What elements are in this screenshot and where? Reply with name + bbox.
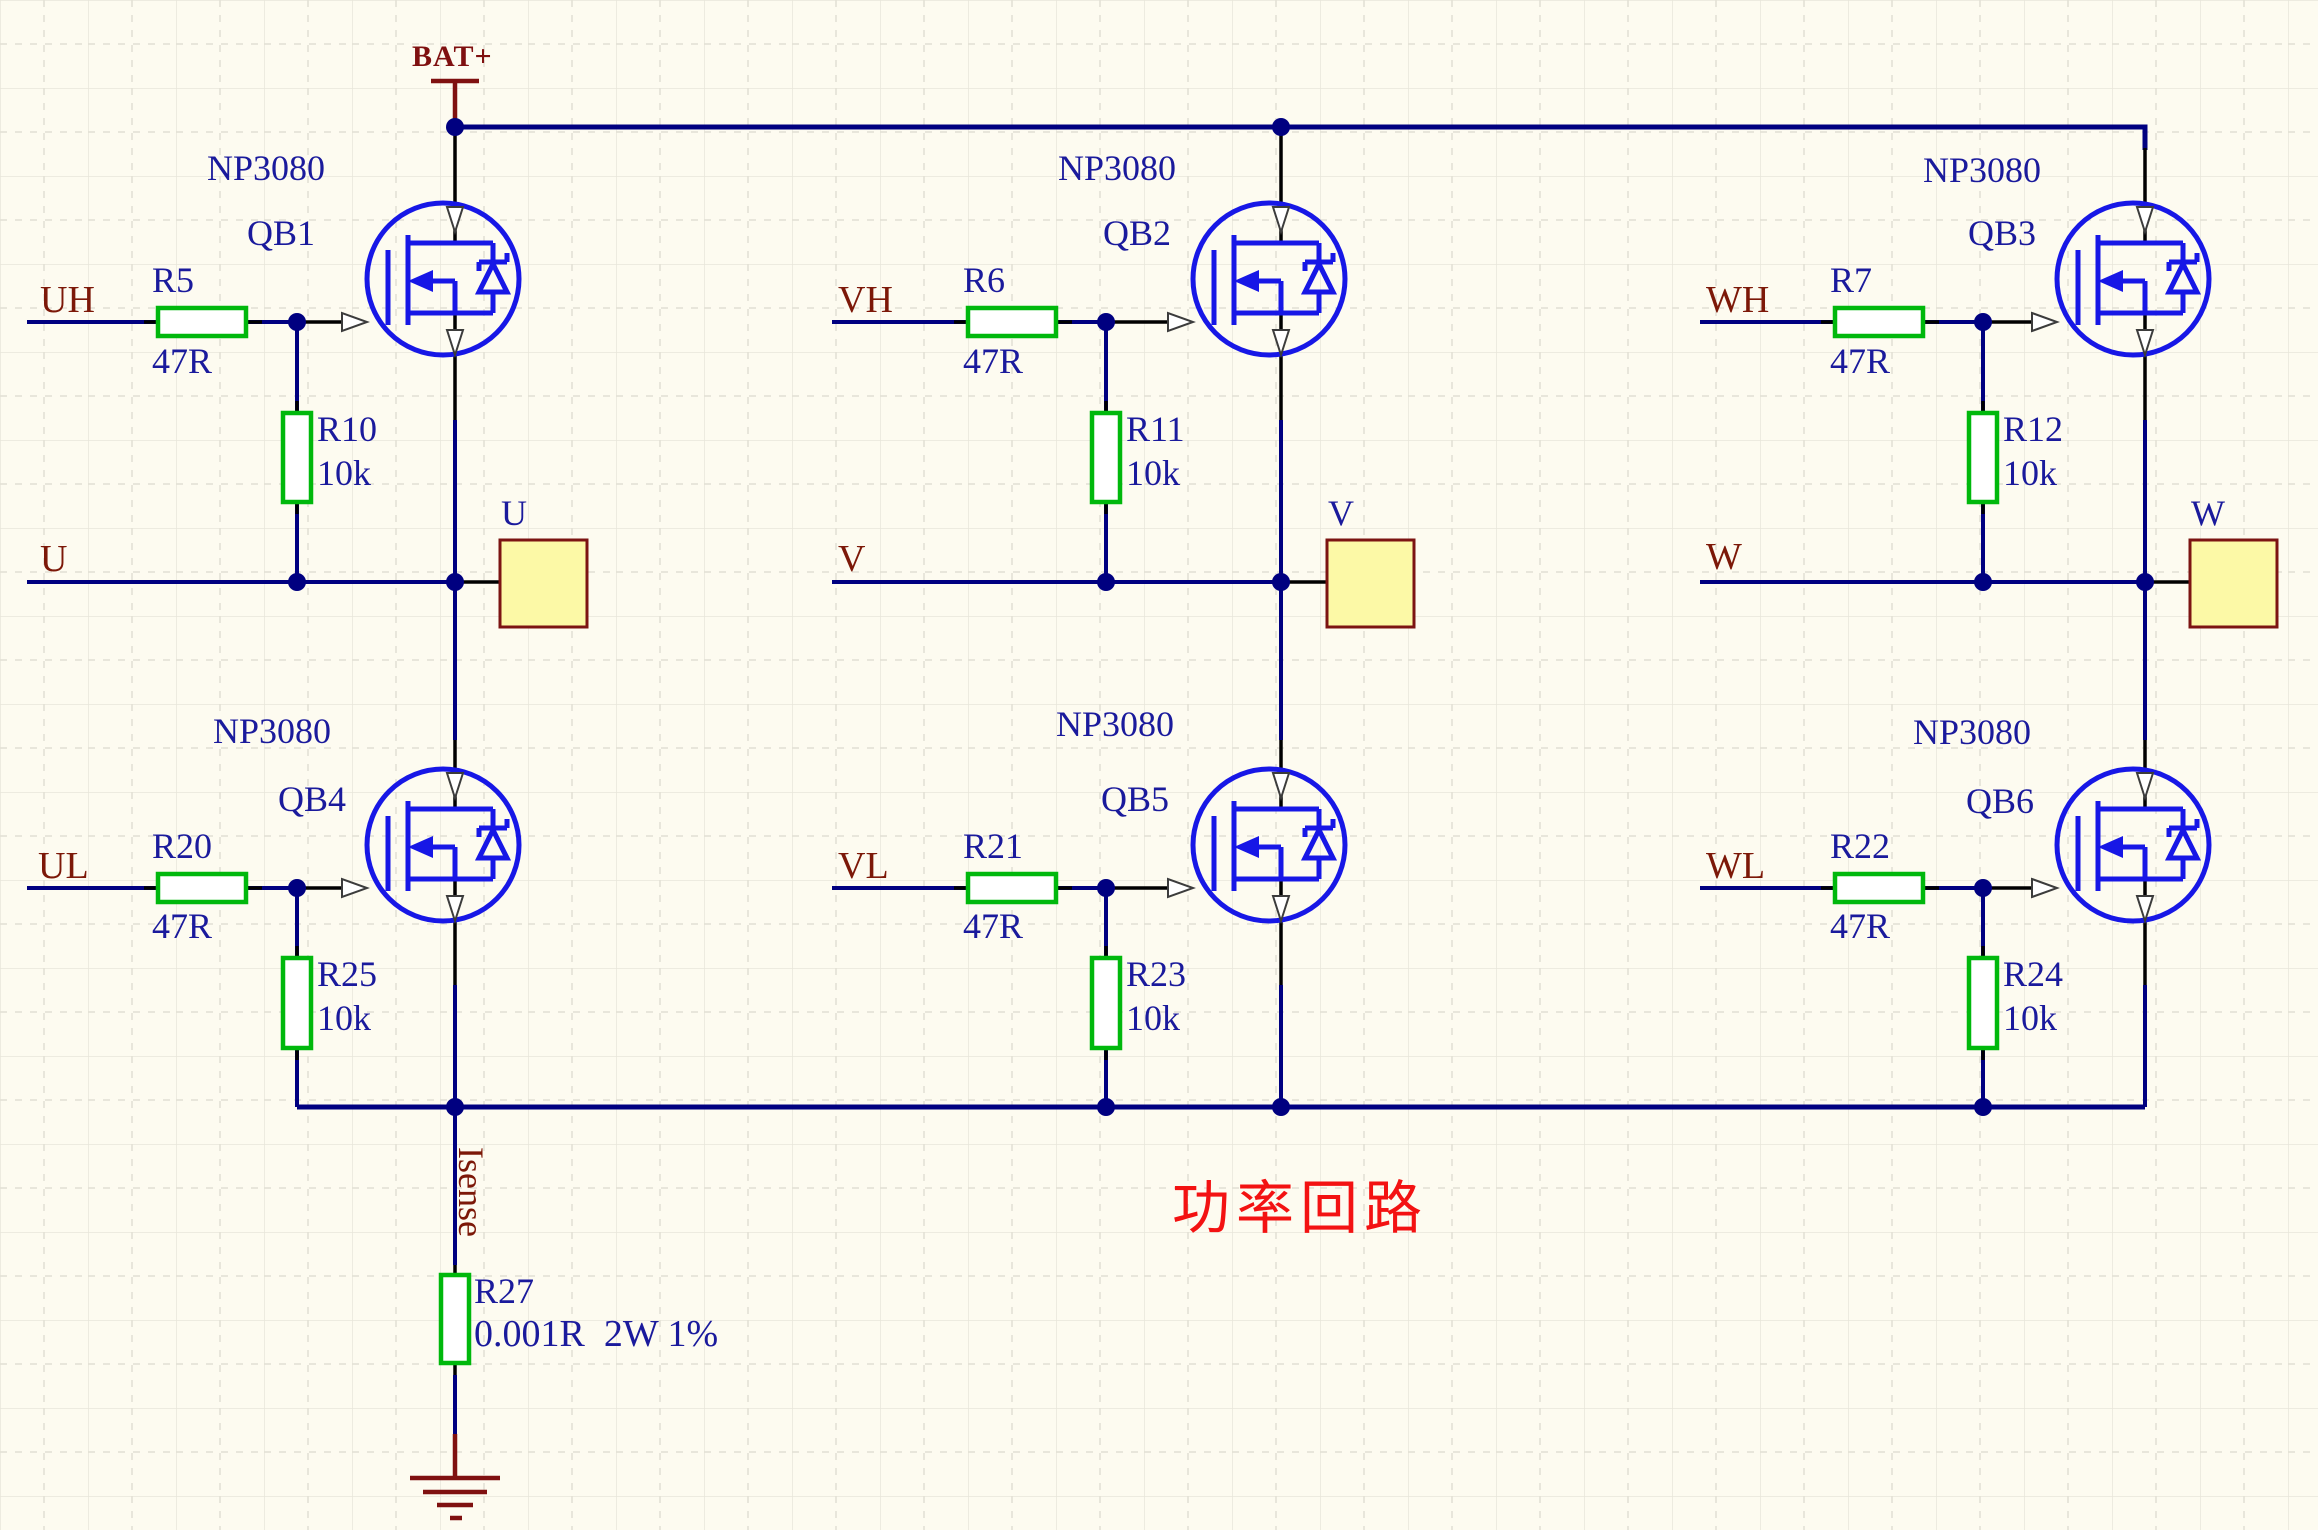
- mosfet-ref-label[interactable]: QB3: [1968, 213, 2037, 253]
- resistor-name[interactable]: R10: [317, 409, 378, 449]
- resistor-r20[interactable]: [155, 871, 249, 905]
- resistor-value[interactable]: 0.001R 2W 1%: [474, 1313, 719, 1355]
- net-label-w[interactable]: W: [1706, 536, 1742, 578]
- mosfet-ref-label[interactable]: QB6: [1966, 781, 2035, 821]
- resistor-name[interactable]: R23: [1126, 954, 1187, 994]
- resistor-value[interactable]: 47R: [152, 341, 213, 381]
- net-label-v[interactable]: V: [838, 538, 866, 580]
- resistor-r12[interactable]: [1966, 410, 2000, 505]
- resistor-value[interactable]: 47R: [1830, 906, 1891, 946]
- resistor-name[interactable]: R27: [474, 1271, 535, 1311]
- bat-plus-label[interactable]: BAT+: [412, 40, 493, 73]
- mosfet-part-label[interactable]: NP3080: [207, 148, 326, 188]
- mosfet-ref-label[interactable]: QB5: [1101, 779, 1170, 819]
- resistor-name[interactable]: R12: [2003, 409, 2064, 449]
- resistor-value[interactable]: 47R: [963, 341, 1024, 381]
- resistor-value[interactable]: 10k: [2003, 453, 2057, 493]
- net-label-vl[interactable]: VL: [838, 845, 889, 887]
- resistor-name[interactable]: R6: [963, 260, 1006, 300]
- mosfet-part-label[interactable]: NP3080: [1913, 712, 2032, 752]
- net-label-u[interactable]: U: [40, 538, 68, 580]
- resistor-r6[interactable]: [965, 305, 1059, 339]
- resistor-r27[interactable]: [438, 1272, 472, 1366]
- resistor-value[interactable]: 10k: [1126, 453, 1180, 493]
- resistor-value[interactable]: 10k: [317, 453, 371, 493]
- resistor-value[interactable]: 10k: [1126, 998, 1180, 1038]
- resistor-value[interactable]: 47R: [152, 906, 213, 946]
- resistor-name[interactable]: R11: [1126, 409, 1185, 449]
- resistor-name[interactable]: R25: [317, 954, 378, 994]
- resistor-r23[interactable]: [1089, 955, 1123, 1051]
- resistor-name[interactable]: R24: [2003, 954, 2064, 994]
- mosfet-ref-label[interactable]: QB4: [278, 779, 347, 819]
- mosfet-ref-label[interactable]: QB2: [1103, 213, 1172, 253]
- resistor-name[interactable]: R7: [1830, 260, 1873, 300]
- mosfet-part-label[interactable]: NP3080: [213, 711, 332, 751]
- resistor-r22[interactable]: [1832, 871, 1926, 905]
- resistor-value[interactable]: 47R: [1830, 341, 1891, 381]
- mosfet-part-label[interactable]: NP3080: [1923, 150, 2042, 190]
- net-label-wl[interactable]: WL: [1706, 845, 1766, 887]
- resistor-r11[interactable]: [1089, 410, 1123, 505]
- pad-w[interactable]: [2188, 538, 2279, 629]
- mosfet-part-label[interactable]: NP3080: [1058, 148, 1177, 188]
- pad-label-u[interactable]: U: [501, 493, 527, 533]
- resistor-r10[interactable]: [280, 410, 314, 505]
- ground-symbol[interactable]: [410, 1434, 500, 1521]
- resistor-r7[interactable]: [1832, 305, 1926, 339]
- net-label-wh[interactable]: WH: [1706, 279, 1770, 321]
- pad-label-w[interactable]: W: [2191, 493, 2225, 533]
- resistor-value[interactable]: 10k: [317, 998, 371, 1038]
- mosfet-part-label[interactable]: NP3080: [1056, 704, 1175, 744]
- resistor-name[interactable]: R20: [152, 826, 213, 866]
- junction-dots: [288, 118, 2154, 1116]
- resistor-value[interactable]: 10k: [2003, 998, 2057, 1038]
- resistor-value[interactable]: 47R: [963, 906, 1024, 946]
- resistor-name[interactable]: R22: [1830, 826, 1891, 866]
- pad-u[interactable]: [498, 538, 589, 629]
- net-label-isense[interactable]: Isense: [451, 1147, 491, 1237]
- bat-plus-flag[interactable]: [431, 78, 479, 124]
- resistor-name[interactable]: R5: [152, 260, 195, 300]
- power-loop-note[interactable]: 功率回路: [1172, 1176, 1429, 1241]
- resistor-r5[interactable]: [155, 305, 249, 339]
- resistor-name[interactable]: R21: [963, 826, 1024, 866]
- pad-label-v[interactable]: V: [1328, 493, 1354, 533]
- mosfet-ref-label[interactable]: QB1: [247, 213, 316, 253]
- pad-v[interactable]: [1325, 538, 1416, 629]
- resistor-r21[interactable]: [965, 871, 1059, 905]
- net-label-uh[interactable]: UH: [40, 279, 95, 321]
- net-label-ul[interactable]: UL: [38, 845, 89, 887]
- resistor-r25[interactable]: [280, 955, 314, 1051]
- net-label-vh[interactable]: VH: [838, 279, 893, 321]
- resistor-r24[interactable]: [1966, 955, 2000, 1051]
- bat-rail-wire[interactable]: [455, 124, 2148, 150]
